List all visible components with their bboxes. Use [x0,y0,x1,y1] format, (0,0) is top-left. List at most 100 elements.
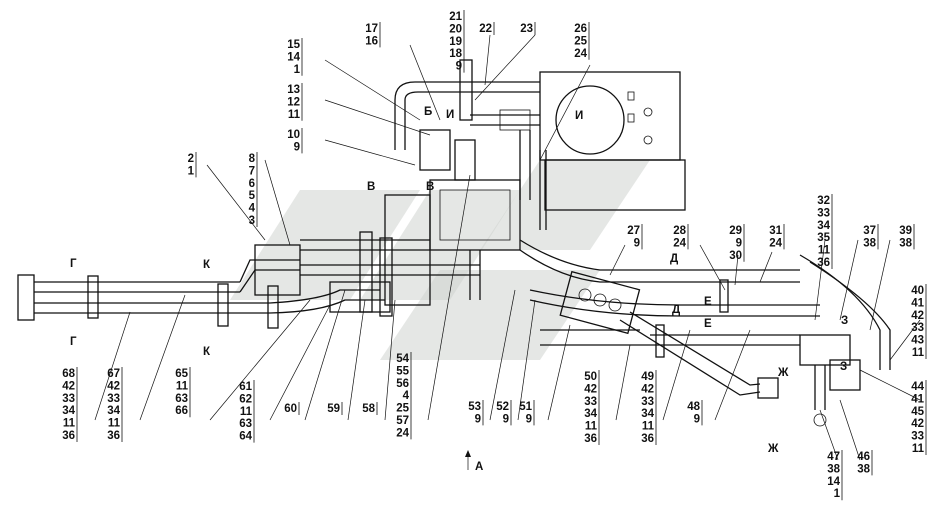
callout-number: 9 [736,237,742,249]
callout-number: 40 [911,285,924,297]
callout-number: 33 [817,207,830,219]
callout-number: 4 [403,390,410,402]
watermark-logo [230,160,650,360]
view-mark-V2: В [426,181,434,193]
view-mark-E2: Е [704,318,712,330]
view-mark-I2: И [575,110,583,122]
view-mark-ZH2: Ж [767,443,779,455]
view-mark-Z2: З [840,361,847,373]
callout-number: 11 [63,418,76,430]
callout-number: 43 [911,335,924,347]
callout-number: 7 [249,165,255,177]
callout-number: 26 [574,23,587,35]
callout-number: 38 [899,237,912,249]
callout-number: 33 [911,322,924,334]
callout-number: 11 [240,406,253,418]
callout-number: 41 [911,297,924,309]
callout-number: 9 [475,413,481,425]
callout-number: 49 [641,371,654,383]
callout-number: 3 [249,215,255,227]
callout-c2: 21 [188,152,197,178]
callout-number: 23 [520,23,533,35]
callout-number: 11 [912,347,925,359]
callout-number: 24 [673,237,686,249]
callout-number: 34 [641,408,654,420]
callout-number: 66 [175,405,188,417]
callout-number: 20 [449,23,462,35]
callout-number: 17 [365,23,378,35]
callout-number: 42 [911,310,924,322]
callout-c51: 519 [519,400,535,426]
callout-number: 41 [911,393,924,405]
callout-number: 18 [449,48,462,60]
callout-number: 10 [287,129,300,141]
callout-number: 53 [468,401,481,413]
callout-number: 42 [641,383,654,395]
callout-number: 54 [396,353,409,365]
callout-number: 11 [288,109,301,121]
callout-number: 11 [642,421,655,433]
callout-number: 11 [585,421,598,433]
callout-number: 61 [239,381,252,393]
callout-number: 19 [449,36,462,48]
view-mark-B1: Б [424,106,432,118]
callout-number: 24 [574,48,587,60]
callout-number: 62 [239,393,252,405]
callout-number: 31 [769,225,782,237]
callout-number: 33 [584,396,597,408]
callout-number: 9 [634,237,640,249]
callout-number: 21 [449,11,462,23]
callout-number: 63 [239,418,252,430]
callout-number: 11 [818,245,831,257]
view-mark-D1: Д [670,253,678,265]
callout-c22: 22 [479,22,495,35]
callout-number: 35 [817,232,830,244]
callout-number: 34 [817,220,830,232]
view-mark-G1: Г [70,258,77,270]
callout-number: 42 [911,418,924,430]
callout-number: 50 [584,371,597,383]
callout-number: 65 [175,368,188,380]
callout-c59: 59 [327,402,343,415]
callout-number: 68 [62,368,75,380]
view-mark-D2: Д [672,304,680,316]
callout-number: 38 [857,463,870,475]
callout-number: 34 [107,405,120,417]
callout-number: 11 [176,380,189,392]
callout-c27: 279 [627,224,643,250]
callout-number: 52 [496,401,509,413]
leader-lines [94,34,921,461]
view-mark-A1: А [475,461,483,473]
callout-number: 12 [287,96,300,108]
callout-number: 1 [834,488,841,500]
callout-number: 58 [362,403,375,415]
callout-number: 45 [911,406,924,418]
callout-number: 13 [287,84,300,96]
view-mark-Z1: З [841,315,848,327]
callout-number: 60 [284,403,297,415]
callout-number: 6 [249,178,255,190]
callout-number: 2 [188,153,194,165]
upper-pipework [394,59,547,230]
callout-number: 9 [294,141,300,153]
callout-c58: 58 [362,402,378,415]
callout-number: 11 [912,443,925,455]
callout-number: 36 [584,433,597,445]
callout-number: 36 [641,433,654,445]
